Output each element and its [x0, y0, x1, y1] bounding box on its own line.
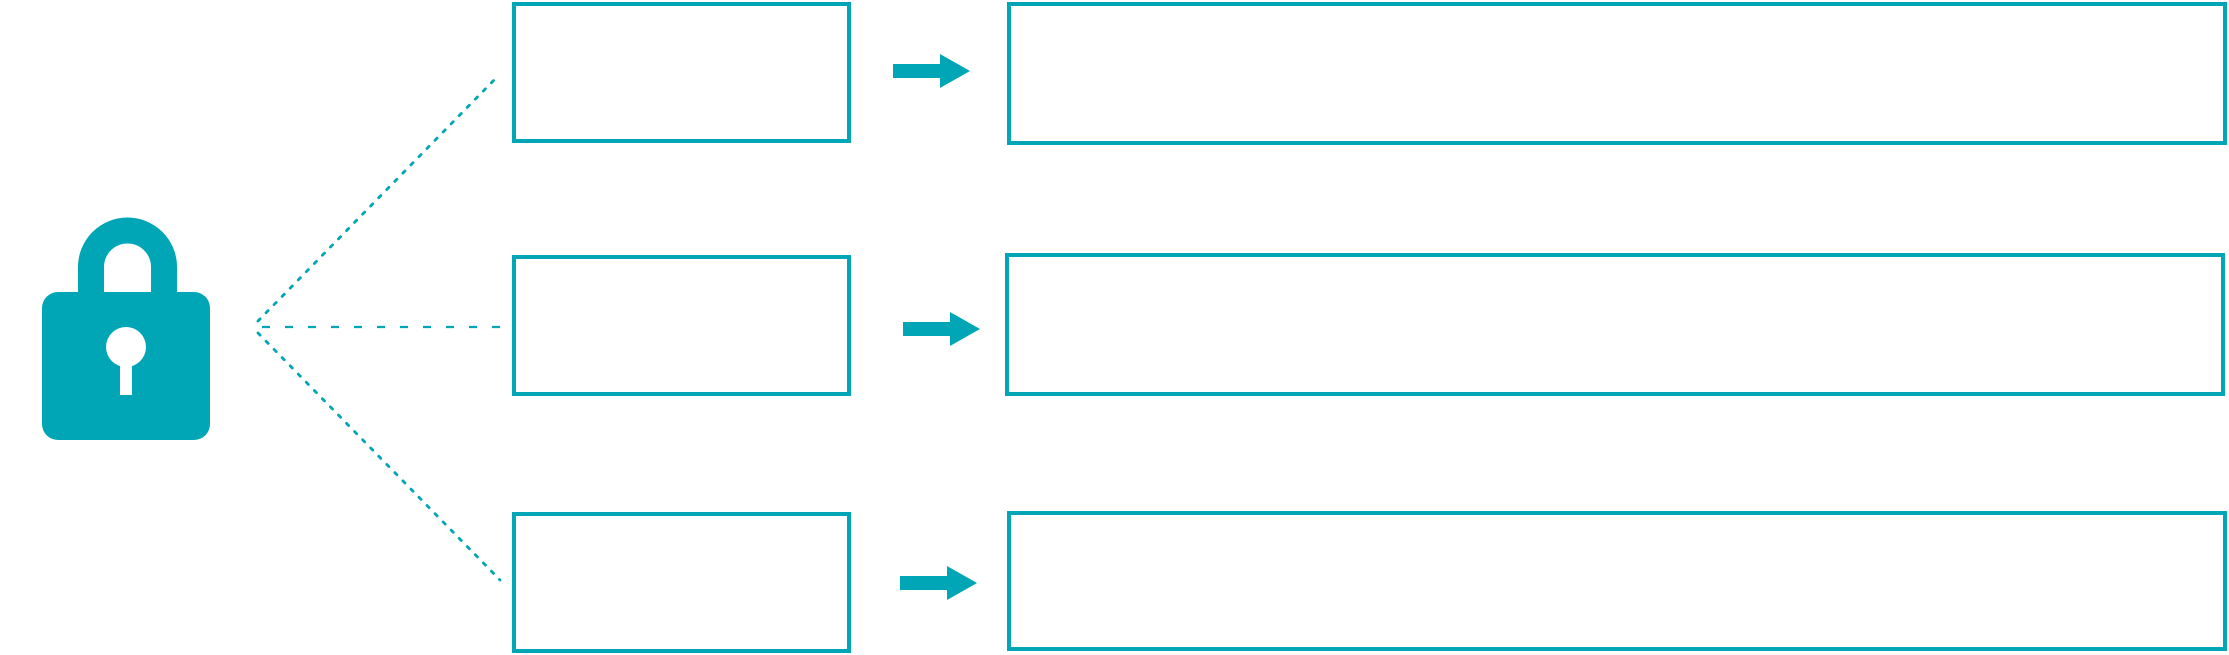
- connector-dotted-bottom: [256, 331, 502, 582]
- large-box-row1: [1007, 2, 2227, 145]
- large-box-row2: [1005, 253, 2225, 396]
- small-box-row1: [512, 2, 851, 143]
- lock-keyhole: [106, 327, 146, 367]
- small-box-row2: [512, 255, 851, 396]
- lock-shackle: [78, 217, 177, 296]
- lock-icon: [42, 217, 210, 440]
- lock-keyhole-stem: [120, 352, 132, 395]
- connector-dotted-top: [256, 75, 499, 323]
- large-box-row3: [1007, 511, 2227, 651]
- right-arrow-icon-row3: [900, 566, 977, 600]
- small-box-row3: [512, 512, 851, 653]
- right-arrow-icon-row1: [893, 54, 970, 88]
- right-arrow-icon-row2: [903, 312, 980, 346]
